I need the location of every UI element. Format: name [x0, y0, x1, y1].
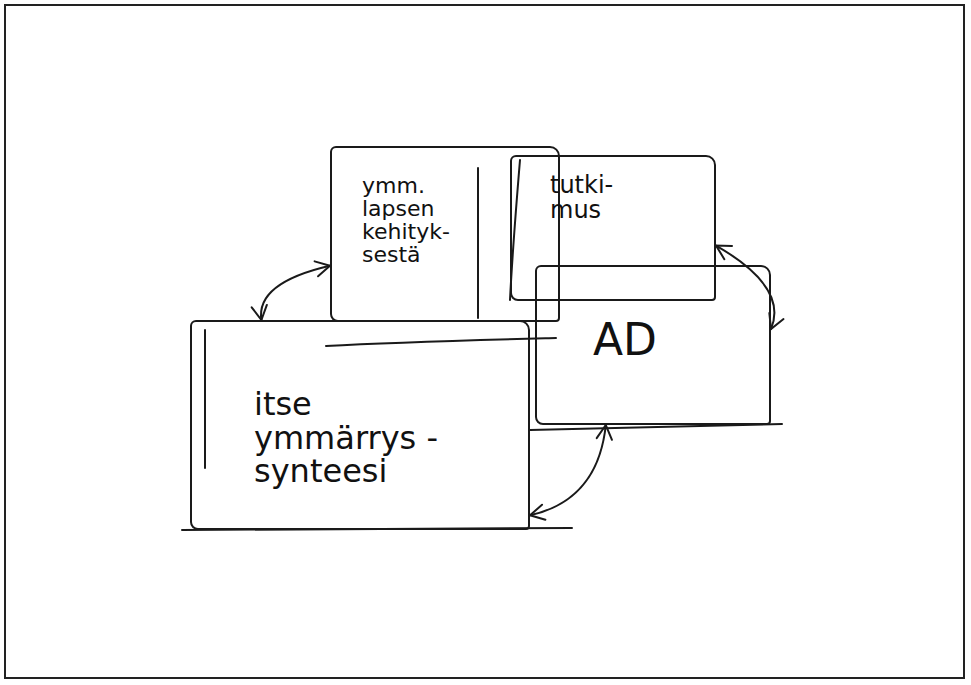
arrow-head — [769, 313, 783, 329]
sketch-text: AD — [593, 317, 693, 363]
connector-line — [716, 246, 774, 329]
sketch-line — [477, 168, 479, 318]
sketch-text: itse ymmärrys - synteesi — [254, 388, 464, 489]
arrow-head — [716, 246, 732, 260]
sheet-box: tutki- mus — [510, 155, 716, 301]
arrow-head — [597, 425, 612, 440]
curved-arrow — [716, 246, 784, 329]
curved-arrow — [252, 261, 330, 320]
sketch-line — [204, 330, 206, 468]
arrow-head — [252, 305, 267, 320]
sheet-box: AD — [535, 265, 771, 425]
curved-arrow — [530, 425, 612, 520]
sheet-box: ymm. lapsen kehityk- sestä — [330, 146, 560, 322]
sheet-box: itse ymmärrys - synteesi — [190, 320, 530, 530]
page-frame — [4, 4, 965, 679]
connector-line — [530, 425, 606, 515]
sketch-text: ymm. lapsen kehityk- sestä — [362, 174, 474, 266]
sketch-text: tutki- mus — [550, 173, 642, 223]
arrow-head — [530, 505, 545, 520]
arrow-head — [315, 261, 330, 276]
sketch-line — [326, 338, 556, 346]
